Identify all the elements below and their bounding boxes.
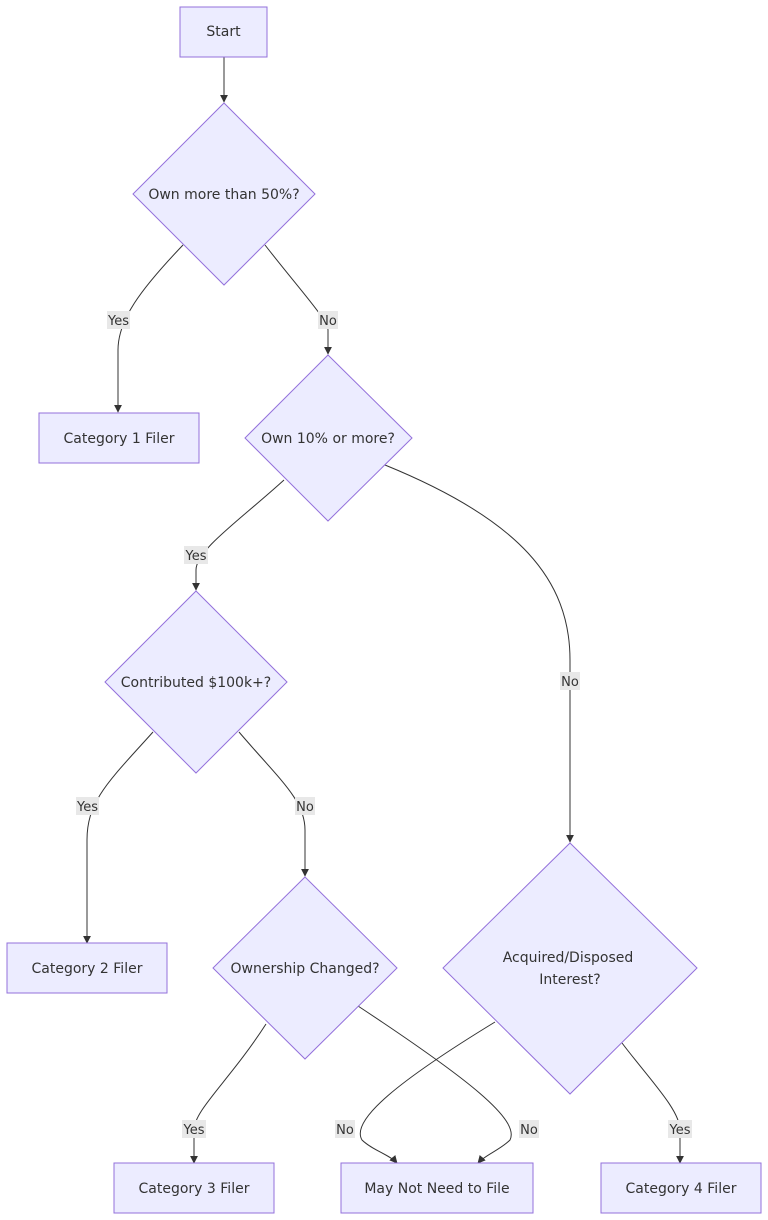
node-category-3-filer: Category 3 Filer [113,1162,275,1214]
node-may-not-need-to-file: May Not Need to File [340,1162,534,1214]
edge-label-text: No [319,314,337,329]
node-label: Ownership Changed? [230,961,379,977]
node-category-2-filer: Category 2 Filer [6,942,168,994]
node-label: Own 10% or more? [261,431,395,447]
node-own-more-than-50: Own more than 50%? [132,102,316,286]
edge-label-contrib-no: No [295,797,315,815]
edge-labels: Yes No Yes No Yes No Yes No [76,311,692,1138]
edge-contrib-no [238,731,309,877]
edge-label-text: Yes [185,549,207,564]
edge-label-own10-yes: Yes [184,546,208,564]
node-label: Own more than 50%? [148,187,299,203]
edge-label-changed-no: No [519,1120,539,1138]
edge-label-text: Yes [183,1123,205,1138]
nodes: Start Own more than 50%? Category 1 File… [6,6,762,1214]
edge-own50-no [264,244,332,355]
edge-contrib-yes [83,731,154,944]
edge-own50-yes [114,244,184,413]
node-label-line-2: Interest? [539,972,600,988]
edge-own10-no [384,464,574,843]
node-label: Category 3 Filer [139,1181,250,1197]
node-label-line-1: Acquired/Disposed [503,950,634,966]
edge-acquired-no [359,1021,496,1164]
edge-label-own10-no: No [560,672,580,690]
edge-acquired-yes [621,1042,684,1164]
node-ownership-changed: Ownership Changed? [212,876,398,1060]
edge-label-changed-yes: Yes [182,1120,206,1138]
edge-changed-yes [190,1023,267,1164]
edges [83,57,684,1164]
edge-label-acquired-yes: Yes [668,1120,692,1138]
node-label: Category 2 Filer [32,961,143,977]
node-contributed-100k: Contributed $100k+? [104,590,288,774]
edge-label-text: No [520,1123,538,1138]
node-category-1-filer: Category 1 Filer [38,412,200,464]
node-label: Contributed $100k+? [121,675,271,691]
edge-label-contrib-yes: Yes [76,797,99,815]
edge-label-text: No [561,675,579,690]
node-own-10-or-more: Own 10% or more? [244,354,413,522]
node-label: Category 1 Filer [64,431,175,447]
node-category-4-filer: Category 4 Filer [600,1162,762,1214]
node-label: May Not Need to File [364,1181,509,1197]
node-label: Category 4 Filer [626,1181,737,1197]
edge-own10-yes [192,479,285,591]
edge-label-text: Yes [76,800,98,815]
edge-label-text: No [336,1123,354,1138]
edge-label-text: Yes [107,314,129,329]
edge-label-acquired-no: No [335,1120,355,1138]
node-acquired-disposed-interest: Acquired/Disposed Interest? [442,842,698,1095]
edge-changed-no [357,1005,512,1164]
node-label: Start [206,24,241,40]
node-start: Start [179,6,268,58]
edge-label-text: No [296,800,314,815]
edge-label-own50-yes: Yes [107,311,130,329]
edge-label-own50-no: No [318,311,338,329]
edge-label-text: Yes [669,1123,691,1138]
